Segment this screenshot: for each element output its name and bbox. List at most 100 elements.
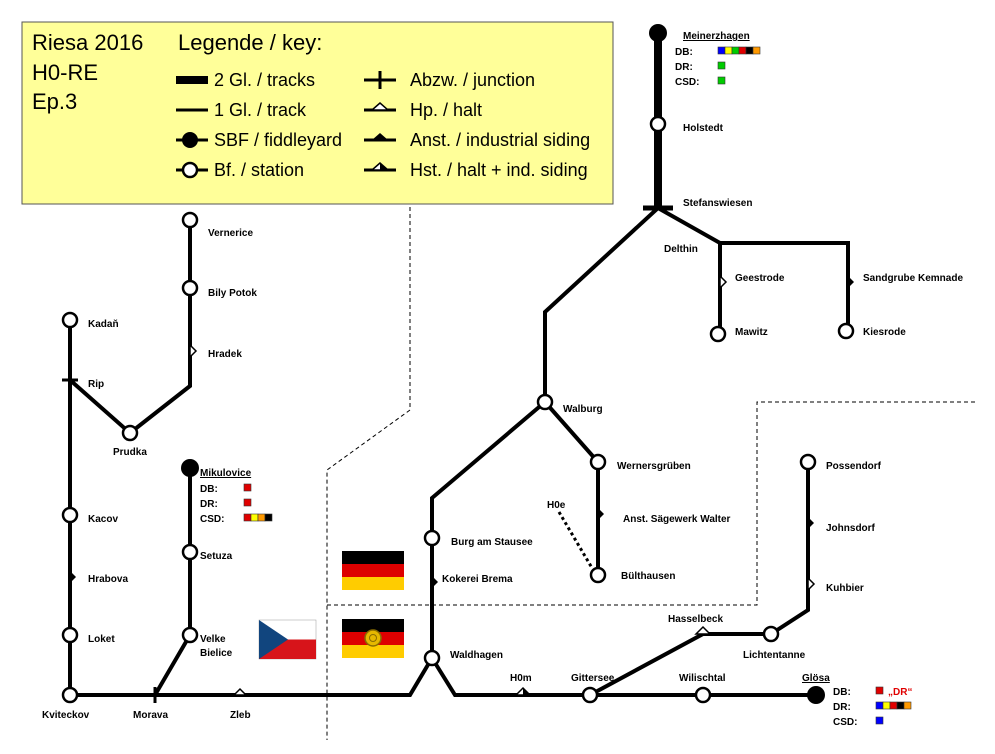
operator-color-swatch (717, 76, 726, 85)
label-bielice: Bielice (200, 648, 233, 659)
label-kacov: Kacov (88, 514, 118, 525)
label-hradek: Hradek (208, 349, 242, 360)
operator-color-swatch (875, 686, 884, 695)
label-gittersee: Gittersee (571, 673, 615, 684)
legend-heading: Legende / key: (178, 30, 322, 55)
label-geestrode: Geestrode (735, 273, 785, 284)
station-vernerice (181, 211, 199, 229)
station-mawitz (709, 325, 727, 343)
legend-double-track-label: 2 Gl. / tracks (214, 70, 315, 90)
station-kacov (61, 506, 79, 524)
legend-fiddleyard-symbol (182, 132, 198, 148)
legend-title-line3: Ep.3 (32, 89, 77, 114)
label-prudka: Prudka (113, 447, 147, 458)
siding-kokerei-icon (432, 576, 438, 588)
label-walburg: Walburg (563, 404, 603, 415)
track-mikulovice-morava (153, 468, 192, 697)
label-vernerice: Vernerice (208, 228, 253, 239)
flag-germany (342, 551, 404, 590)
station-waldhagen (423, 649, 441, 667)
halt-geestrode-icon (719, 274, 728, 290)
label-loket: Loket (88, 634, 115, 645)
label-zleb: Zleb (230, 710, 251, 721)
legend-halt-siding-symbol (380, 163, 388, 170)
track-walburg-buelthausen (543, 400, 600, 575)
operator-color-swatch (243, 513, 252, 522)
track-narrow-gauge-h0e (557, 511, 594, 569)
operator-color-swatch (250, 513, 259, 522)
operator-color-swatch (875, 716, 884, 725)
legend-station-label: Bf. / station (214, 160, 304, 180)
fiddleyard-gloesa (807, 686, 825, 704)
label-setuza: Setuza (200, 551, 233, 562)
operator-color-swatch (243, 498, 252, 507)
halt-hradek-icon (189, 343, 198, 359)
siding-sandgrube-icon (848, 276, 854, 288)
label-rip: Rip (88, 379, 104, 390)
operators-meinerzhagen: DB: DR: CSD: (675, 46, 761, 88)
station-labels: Meinerzhagen Holstedt Stefanswiesen Delt… (42, 31, 963, 721)
op-label: CSD: (833, 717, 857, 728)
label-kiesrode: Kiesrode (863, 327, 906, 338)
op-label: DR: (200, 499, 218, 510)
halt-hasselbeck-icon (694, 625, 712, 635)
operator-color-swatch (903, 701, 912, 710)
legend-industrial-label: Anst. / industrial siding (410, 130, 590, 150)
op-note-dr: „DR“ (888, 687, 912, 698)
operator-color-swatch (717, 46, 726, 55)
operator-color-swatch (882, 701, 891, 710)
label-wilischtal: Wilischtal (679, 673, 726, 684)
station-loket (61, 626, 79, 644)
operator-color-swatch (264, 513, 273, 522)
fiddleyard-mikulovice (181, 459, 199, 477)
stations (61, 115, 855, 704)
label-meinerzhagen: Meinerzhagen (683, 31, 750, 42)
legend-halt-siding-label: Hst. / halt + ind. siding (410, 160, 588, 180)
border-lines (326, 207, 975, 740)
station-kadan (61, 311, 79, 329)
siding-johnsdorf-icon (808, 517, 814, 529)
legend-junction-label: Abzw. / junction (410, 70, 535, 90)
op-label: DB: (675, 47, 693, 58)
halt-markers (70, 274, 854, 696)
op-label: DR: (833, 702, 851, 713)
track-stefanswiesen-walburg (543, 206, 660, 402)
flag-gdr (342, 619, 404, 658)
legend-station-symbol (181, 161, 199, 179)
op-label: DB: (833, 687, 851, 698)
label-h0e: H0e (547, 500, 566, 511)
operator-color-swatch (752, 46, 761, 55)
label-delthin: Delthin (664, 244, 698, 255)
label-kokerei: Kokerei Brema (442, 574, 513, 585)
station-lichtentanne (762, 625, 780, 643)
label-johnsdorf: Johnsdorf (826, 523, 876, 534)
operator-color-swatch (896, 701, 905, 710)
halt-siding-h0m-icon (523, 688, 530, 695)
operators-mikulovice: DB: DR: CSD: (200, 483, 273, 525)
operator-color-swatch (738, 46, 747, 55)
label-velke: Velke (200, 634, 226, 645)
station-burg (423, 529, 441, 547)
operator-color-swatch (745, 46, 754, 55)
op-label: CSD: (200, 514, 224, 525)
legend-single-track-label: 1 Gl. / track (214, 100, 307, 120)
fiddleyard-meinerzhagen (649, 24, 667, 42)
siding-saegewerk-icon (598, 508, 604, 520)
label-kadan: Kadaň (88, 319, 119, 330)
station-gittersee (581, 686, 599, 704)
op-label: DR: (675, 62, 693, 73)
operator-color-swatch (724, 46, 733, 55)
operator-color-swatch (889, 701, 898, 710)
operator-color-swatch (875, 701, 884, 710)
operators-gloesa: DB: DR: CSD: „DR“ (833, 686, 912, 728)
legend-title-line2: H0-RE (32, 60, 98, 85)
legend-box: Riesa 2016 H0-RE Ep.3 Legende / key: 2 G… (21, 21, 614, 205)
label-mikulovice: Mikulovice (200, 468, 252, 479)
track-delthin-kiesrode (657, 206, 850, 331)
gdr-emblem-icon (364, 629, 382, 647)
halt-zleb-icon (232, 687, 248, 696)
label-saegewerk: Anst. Sägewerk Walter (623, 514, 731, 525)
station-wernersgrueben (589, 453, 607, 471)
